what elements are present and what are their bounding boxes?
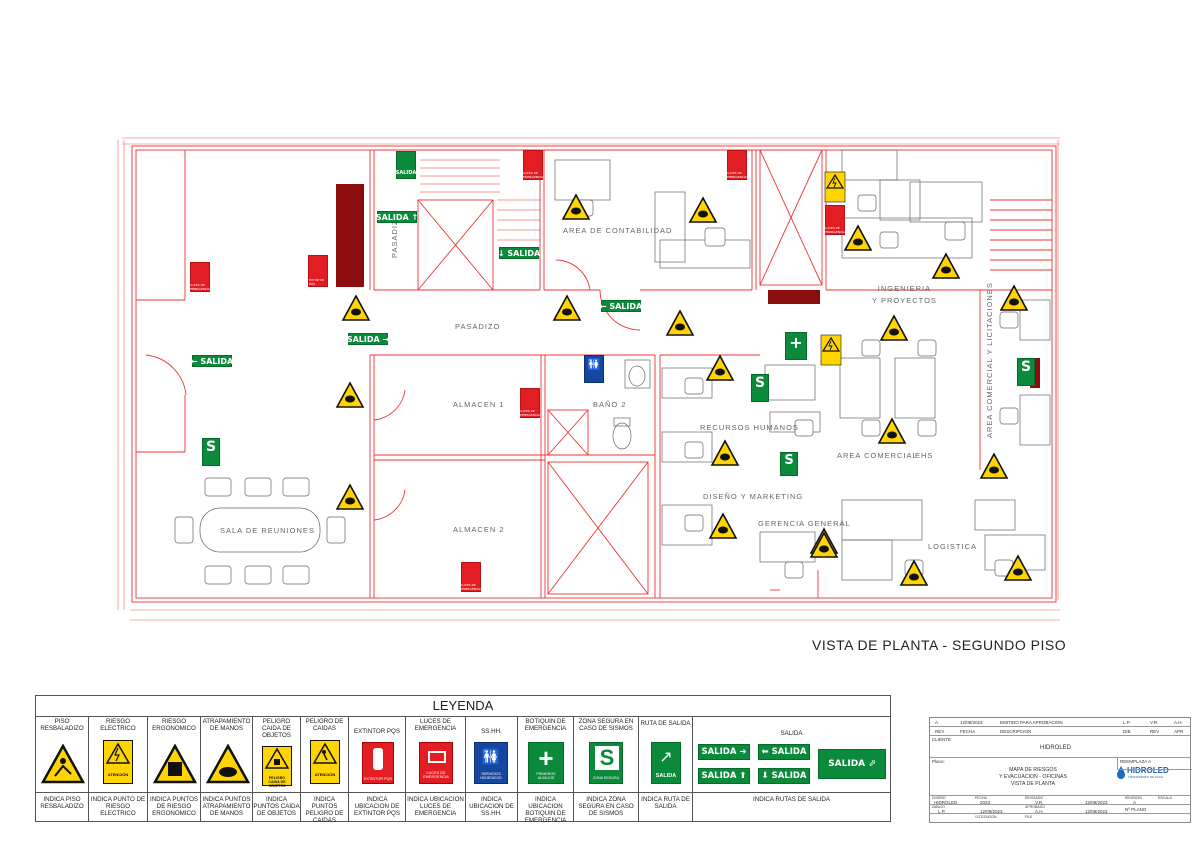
room-label-almacen1: ALMACEN 1 xyxy=(453,400,505,409)
client-row: CLIENTE HIDROLED xyxy=(930,736,1190,758)
first-aid-sign: + xyxy=(785,332,807,360)
page-title: VISTA DE PLANTA - SEGUNDO PISO xyxy=(812,637,1067,653)
legend-item: ZONA SEGURA EN CASO DE SISMOS S ZONA SEG… xyxy=(574,716,639,821)
room-label-diseno: DISEÑO Y MARKETING xyxy=(703,492,804,501)
legend-item: RUTA DE SALIDA ↗ SALIDA INDICA RUTA DE S… xyxy=(639,716,693,821)
title-block: A 12/09/2023 EMITIDO PARA APROBACION L.P… xyxy=(929,717,1192,823)
room-label-contabilidad: AREA DE CONTABILIDAD xyxy=(563,226,673,235)
company-logo: HIDROLED xyxy=(1127,766,1169,775)
exit-right-icon: SALIDA ➜ xyxy=(698,744,750,760)
legend-item: SS.HH. 🚻 SERVICIOS HIGIENICOS INDICA UBI… xyxy=(466,716,518,821)
first-aid-icon: + PRIMEROS AUXILIOS xyxy=(528,742,564,784)
fall-hazard-icon: ATENCIÓN xyxy=(310,740,340,784)
emergency-light-icon: LUCES DE EMERGENCIA xyxy=(419,742,453,784)
ergonomic-risk-icon xyxy=(153,744,197,784)
room-label-pasadizo: PASADIZO xyxy=(455,322,501,331)
exit-stairs-icon: SALIDA ⬀ xyxy=(818,749,886,779)
exit-sign: SALIDA → xyxy=(346,333,390,345)
safe-zone-icon: S ZONA SEGURA xyxy=(589,742,623,784)
header-row: REV FECHA DESCRIPCION DIB REV APR xyxy=(930,727,1190,736)
emergency-light-sign: LUCES DE EMERGENCIA xyxy=(520,388,540,418)
plan-row: Plano: MAPA DE RIESGOS Y EVACUACION - OF… xyxy=(930,758,1190,796)
restroom-sign: 🚻 xyxy=(584,355,604,383)
emergency-light-sign: LUCES DE EMERGENCIA xyxy=(190,262,210,292)
exit-sign: ← SALIDA xyxy=(599,300,643,312)
legend-item: RIESGO ELECTRICO ATENCIÓN INDICA PUNTO D… xyxy=(89,716,148,821)
warning-icon xyxy=(336,194,1032,586)
exit-sign: ← SALIDA xyxy=(190,355,234,367)
legend-item: EXTINTOR PQS EXTINTOR PQS INDICA UBICACI… xyxy=(349,716,406,821)
revision-row: A 12/09/2023 EMITIDO PARA APROBACION L.P… xyxy=(930,718,1190,727)
exit-route-icon: ↗ SALIDA xyxy=(651,742,681,784)
safe-zone-sign: S xyxy=(1017,358,1035,386)
exit-left-icon: ⬅ SALIDA xyxy=(758,744,810,760)
legend-item: ATRAPAMIENTO DE MANOS INDICA PUNTOS ATRA… xyxy=(201,716,253,821)
legend-item: PELIGRO DE CAIDAS ATENCIÓN INDICA PUNTOS… xyxy=(301,716,349,824)
emergency-light-sign: LUCES DE EMERGENCIA xyxy=(523,150,543,180)
exit-down-icon: ⬇ SALIDA xyxy=(758,768,810,784)
exit-up-icon: SALIDA ⬆ xyxy=(698,768,750,784)
room-label-ingenieria: INGENIERIA Y PROYECTOS xyxy=(872,284,937,305)
emergency-light-sign: LUCES DE EMERGENCIA xyxy=(727,150,747,180)
legend-item: LUCES DE EMERGENCIA LUCES DE EMERGENCIA … xyxy=(406,716,466,821)
drawn-row: DIBUJO L.P. 12/09/2023 APROBADO A.H. 12/… xyxy=(930,805,1190,814)
legend-item: RIESGO ERGONOMICO INDICA PUNTOS DE RIESG… xyxy=(148,716,201,821)
restroom-icon: 🚻 SERVICIOS HIGIENICOS xyxy=(474,742,508,784)
safe-zone-sign: S xyxy=(780,452,798,476)
exit-stairs-sign: SALIDA xyxy=(396,151,416,179)
hand-crush-icon xyxy=(206,744,250,784)
safe-zone-sign: S xyxy=(751,374,769,402)
floor-plan xyxy=(117,137,1060,621)
room-label-almacen2: ALMACEN 2 xyxy=(453,525,505,534)
emergency-light-sign: LUCES DE EMERGENCIA xyxy=(825,205,845,235)
room-label-ehs: EHS xyxy=(915,451,934,460)
slippery-floor-icon xyxy=(41,744,85,784)
legend-item: SALIDA SALIDA ➜ ⬅ SALIDA SALIDA ⬆ ⬇ SALI… xyxy=(693,716,890,821)
room-label-sala: SALA DE REUNIONES xyxy=(220,526,315,535)
cotizacion-row: COTIZACION FILE xyxy=(975,815,1033,819)
electrical-risk-icon: ATENCIÓN xyxy=(103,740,133,784)
design-row: DISEÑO HIDROLED FECHA 2023 REVISADO V.R.… xyxy=(930,796,1190,805)
legend-item: BOTIQUIN DE EMERGENCIA + PRIMEROS AUXILI… xyxy=(518,716,574,824)
electrical-risk-icon xyxy=(820,171,846,366)
legend-item: PELIGRO CAIDA DE OBJETOS PELIGRO CAIDA D… xyxy=(253,716,301,821)
legend-title: LEYENDA xyxy=(36,696,890,717)
column-block xyxy=(1030,358,1040,388)
room-label-rrhh: RECURSOS HUMANOS xyxy=(700,423,799,432)
fire-extinguisher-icon: EXTINTOR PQS xyxy=(362,742,394,784)
exit-sign: ↓ SALIDA xyxy=(497,247,541,259)
water-drop-icon xyxy=(1116,765,1126,779)
room-label-logistica: LOGISTICA xyxy=(928,542,978,551)
warning-signs-layer xyxy=(336,171,1032,586)
column-block xyxy=(768,290,820,304)
safe-zone-sign: S xyxy=(202,438,220,466)
exit-sign: SALIDA ↑ xyxy=(375,211,419,223)
room-label-gerencia: GERENCIA GENERAL xyxy=(758,519,851,528)
legend: LEYENDA PISO RESBALADIZO INDICA PISO RES… xyxy=(35,695,891,824)
shelf-block xyxy=(336,184,364,287)
room-label-area-comercial: AREA COMERCIAL xyxy=(837,451,918,460)
fire-extinguisher-sign: EXTINTOR PQS xyxy=(308,255,328,287)
room-label-bano2: BAÑO 2 xyxy=(593,400,627,409)
falling-objects-icon: PELIGRO CAIDA DE OBJETOS xyxy=(262,746,292,788)
emergency-light-sign: LUCES DE EMERGENCIA xyxy=(461,562,481,592)
legend-item: PISO RESBALADIZO INDICA PISO RESBALADIZO xyxy=(36,716,89,821)
